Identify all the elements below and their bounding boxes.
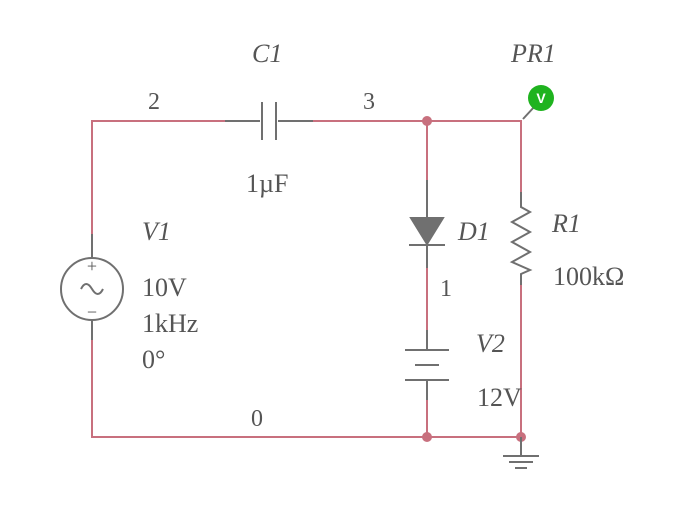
voltage-probe-pr1[interactable]: V: [522, 85, 554, 120]
wire-net-3[interactable]: [313, 120, 522, 192]
v1-ref-label: V1: [142, 217, 171, 246]
ground-symbol: [503, 437, 539, 469]
wire-net-0[interactable]: [91, 340, 521, 438]
d1-ref-label: D1: [457, 217, 490, 246]
net-label-1: 1: [440, 276, 452, 302]
capacitor-c1[interactable]: [225, 102, 313, 140]
v1-amplitude-label: 10V: [142, 273, 187, 302]
c1-value-label: 1µF: [246, 169, 288, 198]
battery-v2[interactable]: [405, 330, 449, 400]
pr1-ref-label: PR1: [510, 39, 556, 68]
r1-ref-label: R1: [551, 209, 581, 238]
v1-phase-label: 0°: [142, 345, 165, 374]
diode-d1[interactable]: [409, 180, 445, 268]
probe-v-icon: [528, 85, 554, 111]
junction-ground-left: [422, 432, 432, 442]
v1-frequency-label: 1kHz: [142, 309, 198, 338]
net-label-0: 0: [251, 406, 263, 432]
net-label-2: 2: [148, 89, 160, 115]
v1-plus-sign: +: [87, 256, 97, 276]
c1-ref-label: C1: [252, 39, 282, 68]
wires: [91, 120, 522, 438]
resistor-r1[interactable]: [509, 192, 533, 285]
ac-source-v1[interactable]: + −: [60, 234, 124, 340]
wire-net-2[interactable]: [91, 120, 225, 234]
probe-symbol: V: [536, 90, 546, 106]
v2-value-label: 12V: [477, 383, 522, 412]
v1-minus-sign: −: [87, 302, 97, 322]
net-label-3: 3: [363, 89, 375, 115]
v2-ref-label: V2: [476, 329, 505, 358]
r1-value-label: 100kΩ: [553, 262, 624, 291]
junction-node-3: [422, 116, 432, 126]
